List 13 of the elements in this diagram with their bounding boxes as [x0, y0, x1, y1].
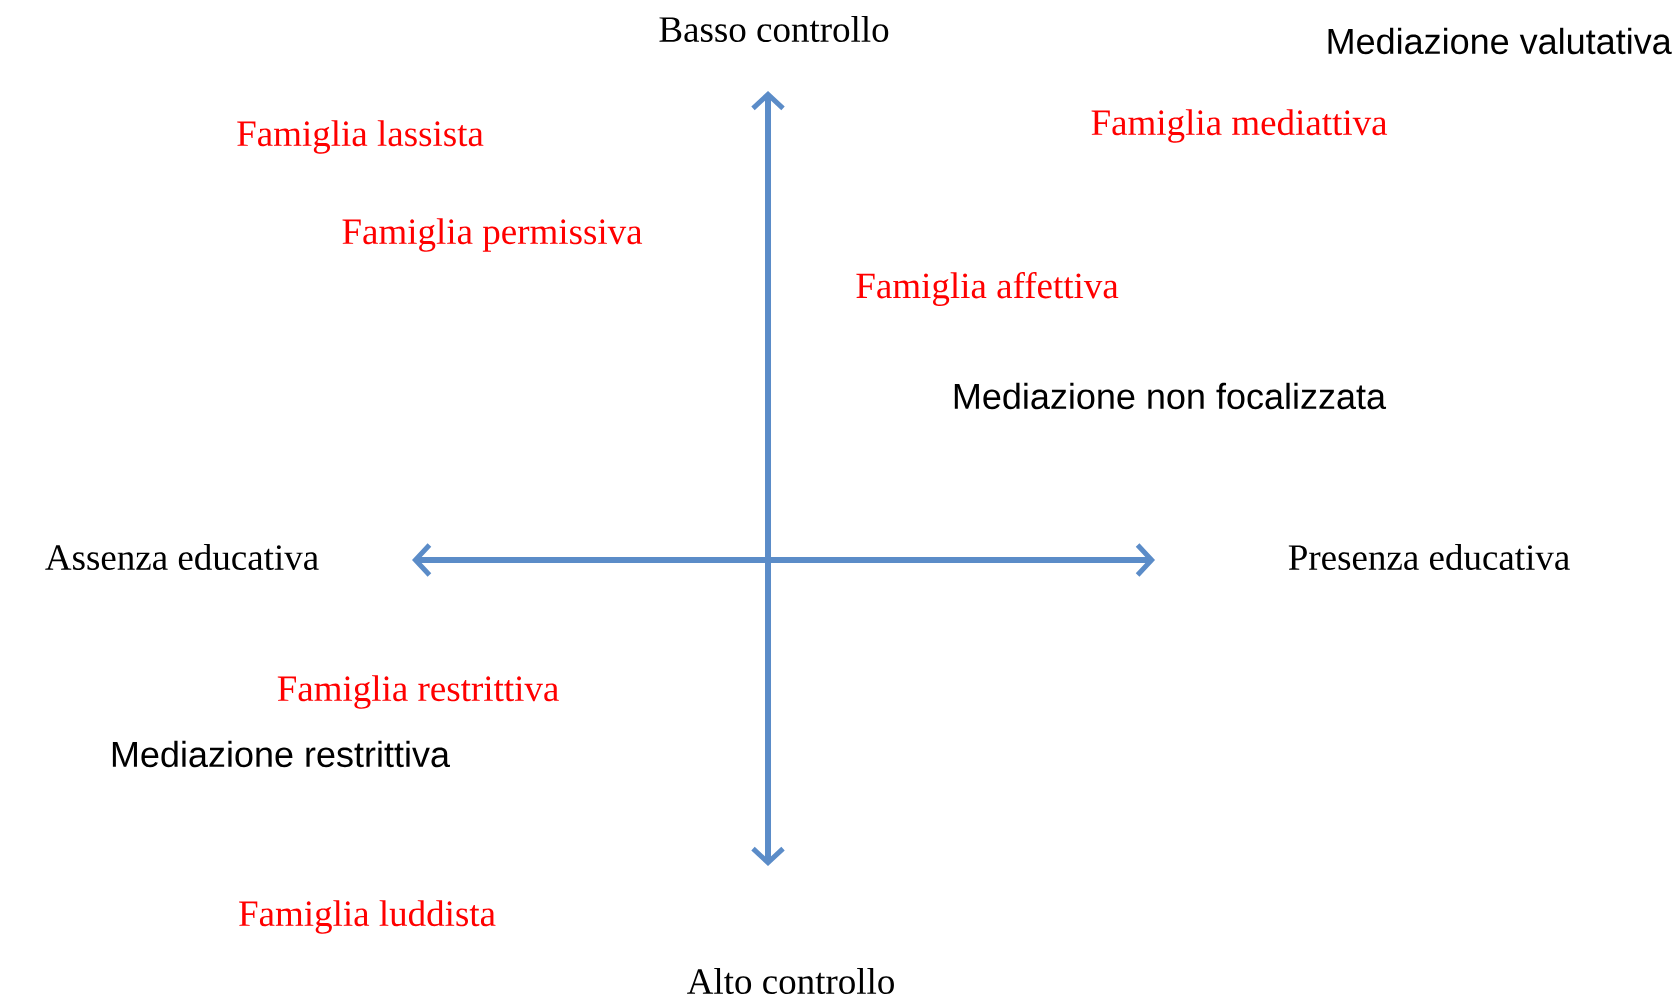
axis-label: Alto controllo: [687, 968, 894, 994]
category-label: Famiglia restrittiva: [277, 675, 559, 709]
category-label: Mediazione valutativa: [1328, 27, 1672, 55]
axis-label: Presenza educativa: [1288, 544, 1570, 570]
category-label: Mediazione restrittiva: [112, 740, 450, 768]
category-label: Famiglia permissiva: [342, 218, 643, 252]
category-label: Mediazione non focalizzata: [954, 382, 1387, 410]
axis-label: Assenza educativa: [45, 544, 319, 570]
category-label: Famiglia mediattiva: [1091, 109, 1388, 143]
axis-label: Basso controllo: [659, 15, 889, 42]
category-label: Famiglia luddista: [239, 900, 496, 934]
category-label: Famiglia lassista: [237, 120, 484, 154]
category-label: Famiglia affettiva: [856, 272, 1119, 306]
